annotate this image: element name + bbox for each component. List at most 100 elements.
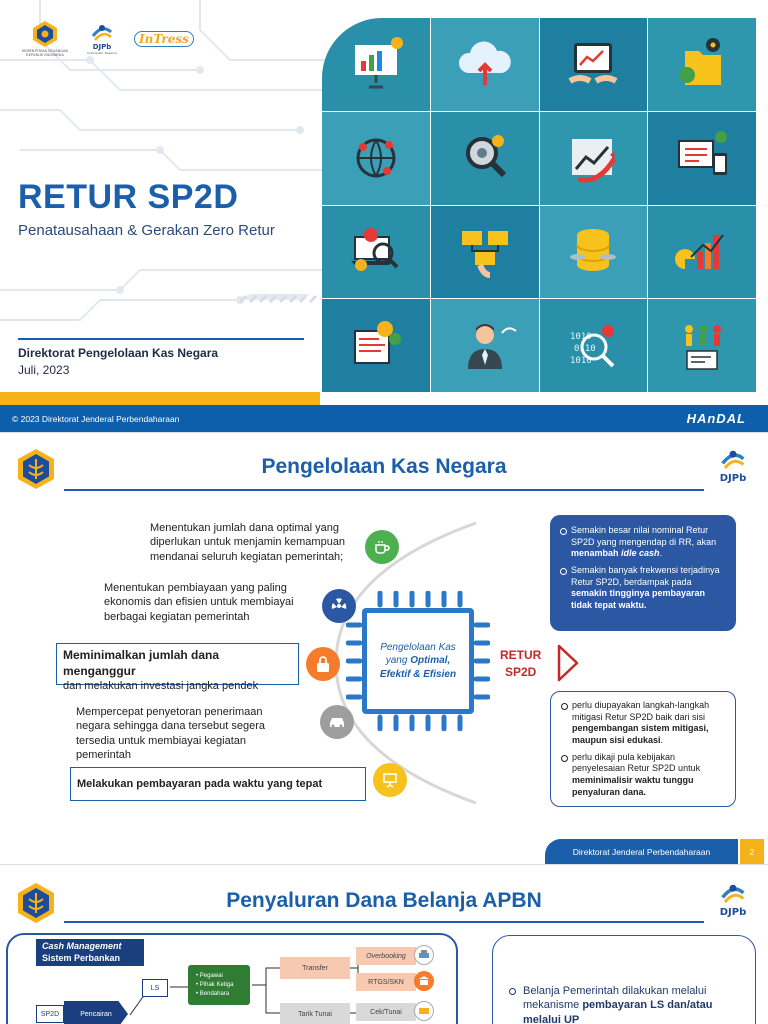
cash-management-label: Cash Management Sistem Perbankan xyxy=(36,939,144,967)
recipient-node: • Pegawai • Pihak Ketiga • Bendahara xyxy=(188,965,250,1005)
businessman-icon xyxy=(467,323,517,369)
icon-tile xyxy=(322,18,430,111)
impact-item-2-bold: semakin tingginya pembayaran tidak tepat… xyxy=(571,588,706,611)
icon-tile xyxy=(322,299,430,392)
icon-tile xyxy=(430,299,539,392)
kemenkeu-logo: KEMENTERIAN KEUANGAN REPUBLIK INDONESIA xyxy=(20,20,70,58)
mitigation-item-1-bold: pengembangan sistem mitigasi, maupun sis… xyxy=(572,723,709,746)
page-number: 2 xyxy=(740,839,764,864)
djpb-text: DJPb xyxy=(719,473,747,484)
ls-node: LS xyxy=(142,979,168,997)
djpb-text: DJPb xyxy=(92,43,112,52)
icon-tile xyxy=(539,111,648,205)
logo-group: KEMENTERIAN KEUANGAN REPUBLIK INDONESIA … xyxy=(20,20,194,58)
tablet-chart-icon xyxy=(568,43,618,85)
kemenkeu-emblem-icon xyxy=(18,883,54,923)
presentation-date: Juli, 2023 xyxy=(18,363,70,377)
mitigation-item-1-text: perlu diupayakan langkah-langkah mitigas… xyxy=(572,700,710,722)
impact-item-1-italic: idle cash xyxy=(621,548,660,559)
title-underline xyxy=(64,489,704,491)
djpb-text: DJPb xyxy=(719,907,747,918)
cover-footer: © 2023 Direktorat Jenderal Perbendaharaa… xyxy=(0,405,768,432)
laptop-analysis-icon xyxy=(350,227,399,271)
objective-text-1: Menentukan jumlah dana optimal yang dipe… xyxy=(150,522,346,563)
monitor-devices-icon xyxy=(678,131,728,176)
cek-tunai-node: Cek/Tunai xyxy=(356,1003,416,1021)
cheque-icon xyxy=(414,1001,434,1021)
page-subtitle: Penatausahaan & Gerakan Zero Retur xyxy=(18,222,275,239)
recipient-pihak-ketiga: • Pihak Ketiga xyxy=(196,981,234,988)
svg-text:0110: 0110 xyxy=(574,344,596,354)
chip-line-1: Pengelolaan Kas xyxy=(380,641,456,653)
svg-text:1010: 1010 xyxy=(570,332,592,342)
icon-tile xyxy=(648,111,756,205)
icon-tile xyxy=(430,18,539,111)
globe-network-icon xyxy=(356,138,396,179)
cloud-upload-icon xyxy=(458,41,511,86)
objective-box-3: Meminimalkan jumlah dana menganggur dan … xyxy=(56,643,299,692)
impact-item-1-bold: menambah xyxy=(571,548,619,559)
printer-icon xyxy=(414,945,434,965)
objective-text-5: Melakukan pembayaran pada waktu yang tep… xyxy=(77,777,323,790)
icon-tile xyxy=(322,111,430,205)
djpb-swoosh-icon xyxy=(721,884,745,904)
organization-name: Direktorat Pengelolaan Kas Negara xyxy=(18,346,219,360)
icon-tile xyxy=(648,205,756,299)
retur-line-1: RETUR xyxy=(500,648,542,662)
icon-tile xyxy=(322,205,430,299)
footer-accent-bar xyxy=(0,392,320,406)
people-report-icon xyxy=(685,324,722,370)
folder-gears-icon xyxy=(679,38,722,86)
rtgs-node: RTGS/SKN xyxy=(356,973,416,991)
copyright-text: © 2023 Direktorat Jenderal Perbendaharaa… xyxy=(12,413,180,424)
recipient-bendahara: • Bendahara xyxy=(196,990,230,997)
djpb-subtext: Indonesian Treasury xyxy=(86,51,118,56)
icon-tile-grid: 1010 0110 1010 xyxy=(322,18,756,392)
circuit-background xyxy=(0,0,330,321)
recipient-pegawai: • Pegawai xyxy=(196,972,223,979)
kemenkeu-caption: KEMENTERIAN KEUANGAN REPUBLIK INDONESIA xyxy=(21,49,69,57)
database-icon xyxy=(570,228,617,271)
flow-diagram-panel xyxy=(6,933,458,1024)
radiation-icon xyxy=(322,589,356,623)
divider xyxy=(18,338,304,340)
mitigation-item-2: perlu dikaji pula kebijakan penyelesaian… xyxy=(561,752,725,799)
mitigation-info-box: perlu diupayakan langkah-langkah mitigas… xyxy=(550,691,736,807)
retur-line-2: SP2D xyxy=(504,664,537,679)
slide-title: Pengelolaan Kas Negara xyxy=(261,455,507,478)
intress-logo: InTress xyxy=(134,30,194,47)
cm-label-line-2: Sistem Perbankan xyxy=(42,952,121,963)
lock-icon xyxy=(306,647,340,681)
retur-label: RETUR SP2D xyxy=(500,647,541,681)
cm-label-line-1: Cash Management xyxy=(42,941,122,951)
svg-text:1010: 1010 xyxy=(570,356,592,366)
slide-pengelolaan-kas: Pengelolaan Kas Negara DJPb Menentukan j… xyxy=(0,432,768,864)
djpb-swoosh-icon xyxy=(721,450,745,470)
djpb-logo: DJPb Indonesian Treasury xyxy=(84,22,120,55)
chip-line-2: yang xyxy=(385,655,408,667)
magnifier-gears-icon xyxy=(465,135,506,178)
coffee-icon xyxy=(365,530,399,564)
slide-title: Penyaluran Dana Belanja APBN xyxy=(226,889,542,912)
mitigation-item-1: perlu diupayakan langkah-langkah mitigas… xyxy=(561,700,725,747)
icon-tile xyxy=(539,18,648,111)
impact-item-1-text: Semakin besar nilai nominal Retur SP2D y… xyxy=(571,525,717,547)
chip-line-3: Efektif & Efisien xyxy=(379,668,457,680)
car-icon xyxy=(320,705,354,739)
handal-logo: HAnDAL xyxy=(686,411,746,426)
slide-cover: KEMENTERIAN KEUANGAN REPUBLIK INDONESIA … xyxy=(0,0,768,432)
slide-penyaluran-dana: Penyaluran Dana Belanja APBN DJPb Cash M… xyxy=(0,864,768,1024)
icon-tile xyxy=(648,299,756,392)
mail-network-icon xyxy=(461,230,508,278)
objective-text-2: Menentukan pembiayaan yang paling ekonom… xyxy=(104,582,294,623)
objective-text-3-rest: dan melakukan investasi jangka pendek xyxy=(63,680,259,693)
djpb-logo: DJPb xyxy=(718,881,748,918)
impact-item-2-text: Semakin banyak frekwensi terjadinya Retu… xyxy=(571,565,720,587)
kemenkeu-emblem-icon xyxy=(18,449,54,489)
objective-text-3-bold: Meminimalkan jumlah dana menganggur xyxy=(63,648,220,678)
icon-tile xyxy=(430,111,539,205)
icon-tile xyxy=(648,18,756,111)
impact-item-1: Semakin besar nilai nominal Retur SP2D y… xyxy=(560,525,726,560)
objective-text-4: Mempercepat penyetoran penerimaan negara… xyxy=(76,706,265,761)
chip-line-2b: Optimal, xyxy=(410,655,451,667)
